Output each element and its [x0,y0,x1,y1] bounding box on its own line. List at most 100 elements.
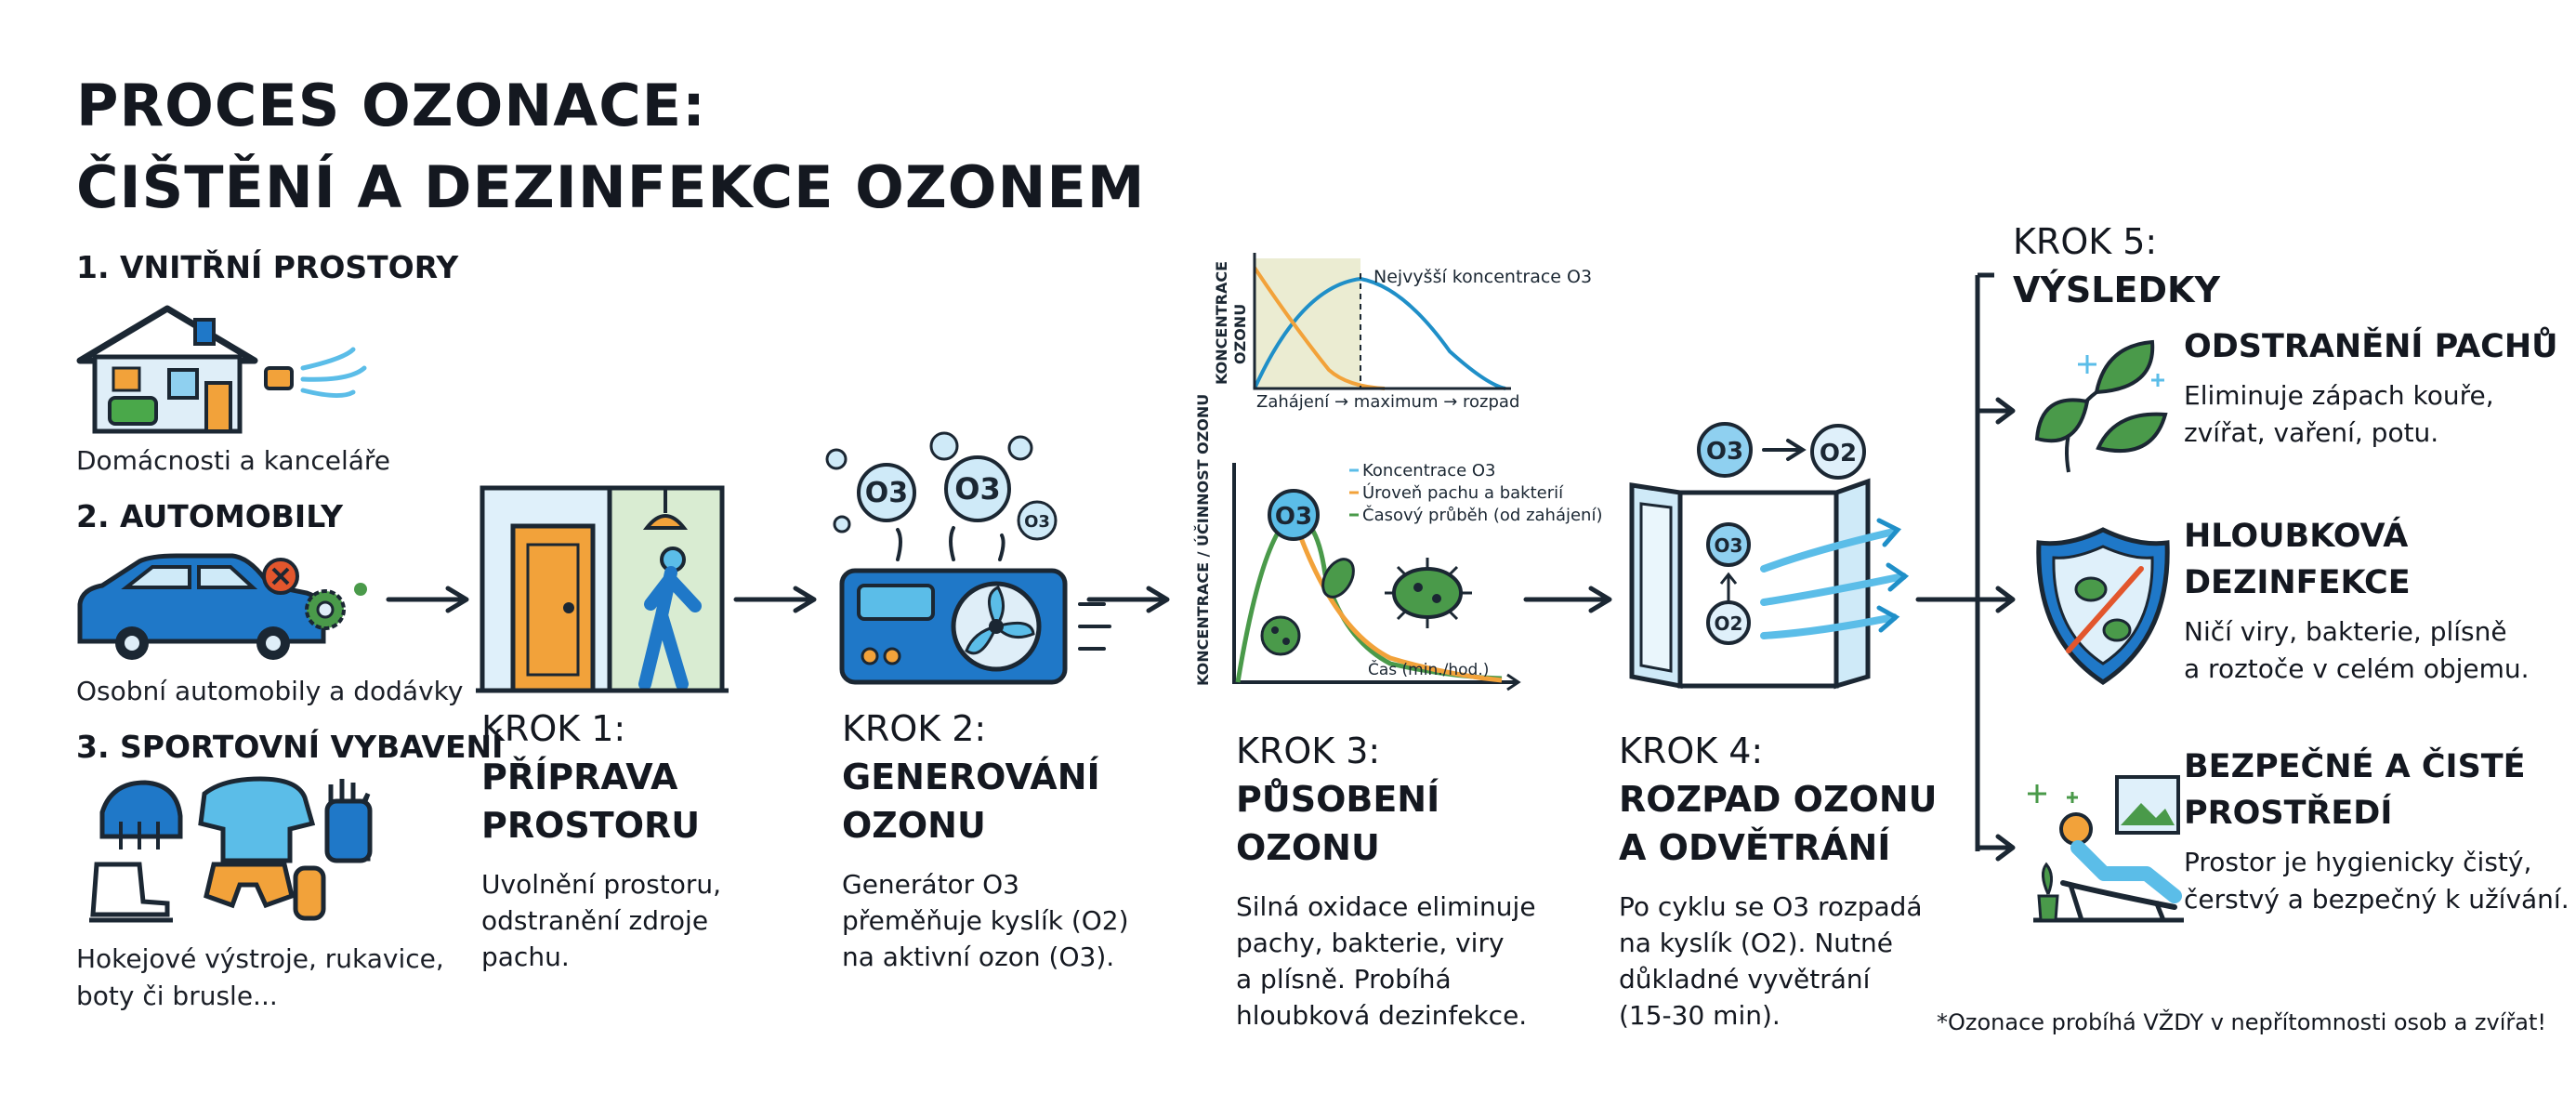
molecule-o3-label: O3 [954,471,1000,507]
result-2: HLOUBKOVÁ DEZINFEKCE Ničí viry, bakterie… [2184,513,2530,688]
step-3-desc-line: a plísně. Probíhá [1236,964,1452,994]
title-line-2: ČIŠTĚNÍ A DEZINFEKCE OZONEM [76,153,1146,221]
step-2-desc: Generátor O3 přeměňuje kyslík (O2) na ak… [842,866,1129,975]
relaxing-person-icon [2028,775,2184,923]
results-bracket [1975,272,2016,862]
result-1-desc-line: Eliminuje zápach kouře, [2184,380,2494,411]
step-4-desc-line: Po cyklu se O3 rozpadá [1619,891,1923,922]
main-chart-ylabel: KONCENTRACE / ÚČINNOST OZONU [1194,394,1212,686]
result-1-desc-line: zvířat, vaření, potu. [2184,417,2439,448]
result-1-title: ODSTRANĚNÍ PACHŮ [2184,328,2558,365]
step-4-label: KROK 4: [1619,731,1764,771]
step-1: KROK 1: PŘÍPRAVA PROSTORU Uvolnění prost… [481,705,721,975]
odor-line [1295,527,1503,683]
leaves-icon [2034,339,2168,473]
step-3-label: KROK 3: [1236,731,1381,771]
step-2-name-1: GENEROVÁNÍ [842,757,1100,797]
step-3-desc-line: Silná oxidace eliminuje [1236,891,1536,922]
top-chart-xlabel: Zahájení → maximum → rozpad [1256,392,1519,412]
step-5-label: KROK 5: [2013,221,2158,262]
top-chart-ylabel-1: KONCENTRACE [1213,261,1230,385]
arrow-right-icon [1086,586,1170,613]
step-3-desc-line: hloubková dezinfekce. [1236,1000,1528,1031]
category-2-title: 2. AUTOMOBILY [76,498,343,534]
molecule-o3-label: O3 [1706,438,1743,466]
peak-annotation: Nejvyšší koncentrace O3 [1373,267,1592,287]
result-2-desc: Ničí viry, bakterie, plísně a roztoče v … [2184,613,2530,688]
result-3-desc-line: čerstvý a bezpečný k užívání. [2184,884,2569,915]
legend: Koncentrace O3 Úroveň pachu a bakterií Č… [1349,461,1603,525]
molecule-o3-label: O3 [865,477,908,509]
arrow-right-icon [1523,586,1612,613]
main-chart-xlabel: Čas (min./hod.) [1368,659,1489,679]
step-1-desc-line: odstranění zdroje [481,905,709,936]
room-door-icon [476,485,729,693]
molecule-o2-label: O2 [1820,440,1857,467]
step-4-desc-line: (15-30 min). [1619,1000,1781,1031]
ozone-effect-chart: KONCENTRACE / ÚČINNOST OZONU O3 Čas (min… [1194,394,1603,691]
step-5-name: VÝSLEDKY [2013,270,2220,310]
o3-bubble-label: O3 [1275,503,1312,531]
title-line-1: PROCES OZONACE: [76,72,706,139]
odor-curve [1253,266,1386,390]
step-4-desc-line: na kyslík (O2). Nutné [1619,928,1893,958]
step-3-desc-line: pachy, bakterie, viry [1236,928,1505,958]
arrow-right-icon [386,586,469,613]
result-3: BEZPEČNÉ A ČISTÉ PROSTŘEDÍ Prostor je hy… [2184,744,2569,918]
result-3-title-1: BEZPEČNÉ A ČISTÉ [2184,748,2526,785]
category-2-desc: Osobní automobily a dodávky [76,676,464,706]
concentration-curve [1253,276,1506,390]
molecule-o2-label: O2 [1715,612,1743,635]
house-icon [76,305,367,434]
step-1-desc-line: Uvolnění prostoru, [481,869,722,900]
legend-item: Úroveň pachu a bakterií [1362,482,1564,503]
result-2-desc-line: a roztoče v celém objemu. [2184,653,2530,684]
step-2-name-2: OZONU [842,805,986,846]
category-3-desc: Hokejové výstroje, rukavice, boty či bru… [76,941,444,1015]
step-2-desc-line: na aktivní ozon (O3). [842,942,1115,972]
bacteria-icon [1321,558,1355,599]
arrow-right-icon [733,586,817,613]
open-window-icon: O3 O2 O3 O2 [1629,422,1910,690]
page-title: PROCES OZONACE: ČIŠTĚNÍ A DEZINFEKCE OZO… [76,65,1145,229]
step-4-name-1: ROZPAD OZONU [1619,779,1938,820]
step-3-name-1: PŮSOBENÍ [1236,779,1440,820]
result-3-desc: Prostor je hygienicky čistý, čerstvý a b… [2184,844,2569,918]
step-1-desc: Uvolnění prostoru, odstranění zdroje pac… [481,866,721,975]
legend-item: Časový průběh (od zahájení) [1362,505,1603,525]
concentration-line [1235,515,1503,683]
bacteria-icon [1385,558,1472,628]
step-1-name-2: PROSTORU [481,805,701,846]
step-4: KROK 4: ROZPAD OZONU A ODVĚTRÁNÍ Po cykl… [1619,727,1937,1034]
shield-icon [2036,527,2170,685]
step-1-label: KROK 1: [481,708,626,749]
step-2: KROK 2: GENEROVÁNÍ OZONU Generátor O3 př… [842,705,1129,975]
step-2-desc-line: přeměňuje kyslík (O2) [842,905,1129,936]
category-3-desc-line-2: boty či brusle... [76,981,278,1011]
category-1-title: 1. VNITŘNÍ PROSTORY [76,249,459,285]
category-3-title: 3. SPORTOVNÍ VYBAVENÍ [76,729,504,765]
molecule-o3-label: O3 [1715,534,1743,557]
step-2-label: KROK 2: [842,708,987,749]
ozone-concentration-chart: Nejvyšší koncentrace O3 Zahájení → maxim… [1213,253,1592,412]
result-1-desc: Eliminuje zápach kouře, zvířat, vaření, … [2184,377,2558,452]
step-2-desc-line: Generátor O3 [842,869,1019,900]
step-3: KROK 3: PŮSOBENÍ OZONU Silná oxidace eli… [1236,727,1536,1034]
step-4-name-2: A ODVĚTRÁNÍ [1619,827,1891,868]
ozone-generator-icon: O3 O3 O3 [825,431,1111,685]
footnote: *Ozonace probíhá VŽDY v nepřítomnosti os… [1937,1009,2547,1035]
result-2-title-2: DEZINFEKCE [2184,564,2411,601]
result-1: ODSTRANĚNÍ PACHŮ Eliminuje zápach kouře,… [2184,323,2558,452]
category-1-desc: Domácnosti a kanceláře [76,445,391,476]
step-4-desc: Po cyklu se O3 rozpadá na kyslík (O2). N… [1619,889,1937,1034]
result-2-desc-line: Ničí viry, bakterie, plísně [2184,616,2507,647]
step-3-name-2: OZONU [1236,827,1380,868]
step-3-desc: Silná oxidace eliminuje pachy, bakterie,… [1236,889,1536,1034]
step-4-desc-line: důkladné vyvětrání [1619,964,1871,994]
category-3-desc-line-1: Hokejové výstroje, rukavice, [76,943,444,974]
arrow-right-icon [1915,597,1978,602]
step-1-desc-line: pachu. [481,942,570,972]
car-icon [77,553,367,660]
hockey-gear-icon [89,776,373,923]
result-2-title-1: HLOUBKOVÁ [2184,518,2409,555]
